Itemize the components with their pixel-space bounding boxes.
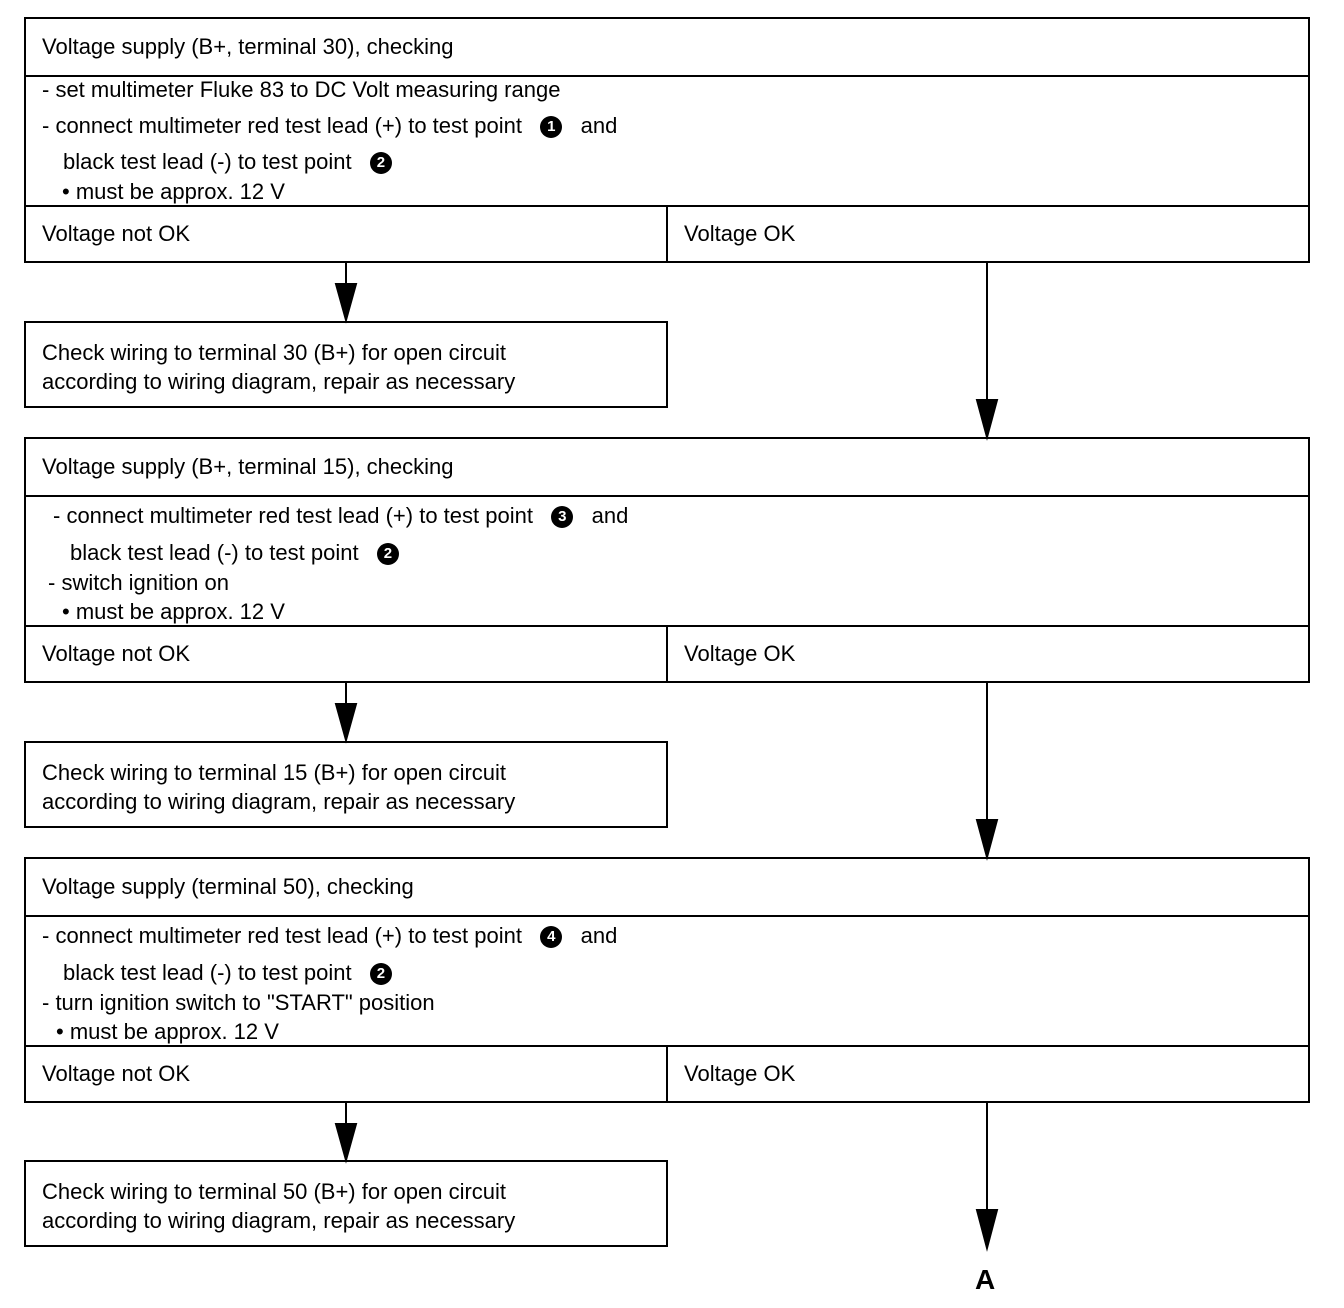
arrowhead-not-ok-3 [334,1123,358,1164]
step-line: black test lead (-) to test point 2 [70,540,399,566]
result-not-ok: Voltage not OK [26,1047,668,1101]
step-line: • must be approx. 12 V [62,179,285,205]
step-line: - connect multimeter red test lead (+) t… [53,503,628,529]
step-text: • must be approx. 12 V [62,599,285,624]
step-line: - switch ignition on [48,570,229,596]
result-not-ok: Voltage not OK [26,627,668,681]
arrowhead-not-ok-2 [334,703,358,744]
result-ok: Voltage OK [684,641,796,666]
result-ok: Voltage OK [684,1061,796,1086]
section-title: Voltage supply (terminal 50), checking [26,859,1308,917]
step-suffix: and [580,923,618,948]
step-line: • must be approx. 12 V [56,1019,279,1045]
test-point-badge: 2 [376,543,399,565]
check-box-terminal-15: Voltage supply (B+, terminal 15), checki… [24,437,1310,627]
step-text: black test lead (-) to test point [63,960,352,985]
step-text: • must be approx. 12 V [56,1019,279,1044]
test-point-badge: 3 [551,506,574,528]
test-point-badge: 4 [540,926,563,948]
step-text: - connect multimeter red test lead (+) t… [42,113,522,138]
arrowhead-not-ok-1 [334,283,358,324]
repair-line: Check wiring to terminal 15 (B+) for ope… [42,760,507,785]
section-title: Voltage supply (B+, terminal 15), checki… [26,439,1308,497]
repair-line: Check wiring to terminal 30 (B+) for ope… [42,340,507,365]
test-point-badge: 1 [540,116,563,138]
result-row: Voltage not OK Voltage OK [24,205,1310,263]
arrowhead-ok-1 [975,399,999,441]
continuation-label: A [975,1264,996,1295]
step-text: - switch ignition on [48,570,229,595]
test-point-badge: 2 [369,152,392,174]
repair-line: according to wiring diagram, repair as n… [42,1208,516,1233]
step-suffix: and [591,503,629,528]
repair-line: according to wiring diagram, repair as n… [42,369,516,394]
step-line: - set multimeter Fluke 83 to DC Volt mea… [42,77,560,103]
result-ok: Voltage OK [684,221,796,246]
step-text: • must be approx. 12 V [62,179,285,204]
repair-box-terminal-30: Check wiring to terminal 30 (B+) for ope… [24,321,668,408]
test-point-badge: 2 [369,963,392,985]
step-suffix: and [580,113,618,138]
repair-box-terminal-50: Check wiring to terminal 50 (B+) for ope… [24,1160,668,1247]
section-title: Voltage supply (B+, terminal 30), checki… [26,19,1308,77]
check-box-terminal-30: Voltage supply (B+, terminal 30), checki… [24,17,1310,207]
step-line: black test lead (-) to test point 2 [63,149,392,175]
repair-box-terminal-15: Check wiring to terminal 15 (B+) for ope… [24,741,668,828]
step-text: - set multimeter Fluke 83 to DC Volt mea… [42,77,561,102]
result-row: Voltage not OK Voltage OK [24,625,1310,683]
result-not-ok: Voltage not OK [26,207,668,261]
check-box-terminal-50: Voltage supply (terminal 50), checking -… [24,857,1310,1047]
repair-line: Check wiring to terminal 50 (B+) for ope… [42,1179,507,1204]
step-line: - connect multimeter red test lead (+) t… [42,113,617,139]
arrowhead-ok-2 [975,819,999,861]
arrowhead-ok-3 [975,1209,999,1252]
step-text: - connect multimeter red test lead (+) t… [42,923,522,948]
step-line: - connect multimeter red test lead (+) t… [42,923,617,949]
step-line: - turn ignition switch to "START" positi… [42,990,435,1016]
repair-line: according to wiring diagram, repair as n… [42,789,516,814]
result-row: Voltage not OK Voltage OK [24,1045,1310,1103]
step-text: black test lead (-) to test point [63,149,352,174]
step-text: - connect multimeter red test lead (+) t… [53,503,533,528]
step-line: • must be approx. 12 V [62,599,285,625]
step-line: black test lead (-) to test point 2 [63,960,392,986]
step-text: - turn ignition switch to "START" positi… [42,990,435,1015]
step-text: black test lead (-) to test point [70,540,359,565]
